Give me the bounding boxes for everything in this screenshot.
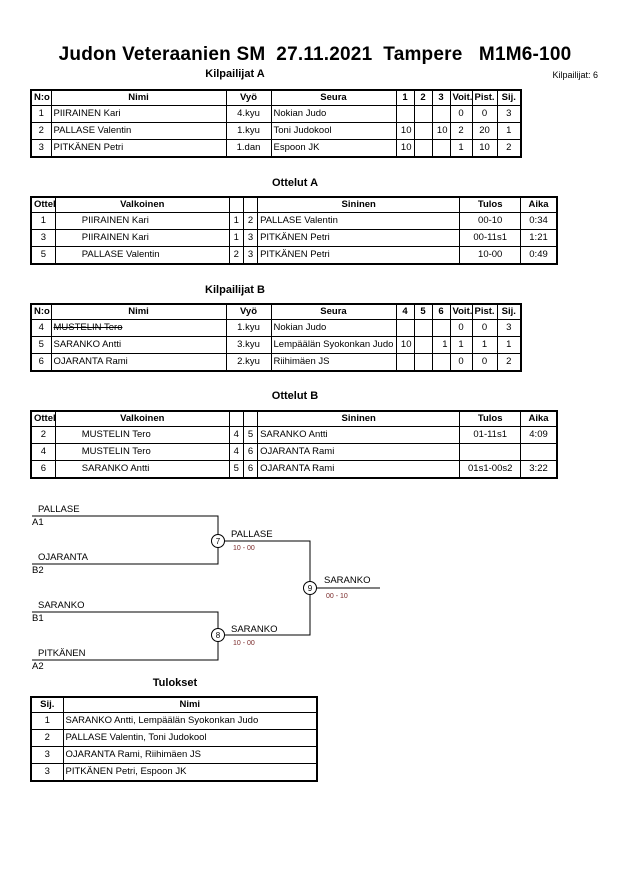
bracket-entry-3: SARANKO — [38, 600, 84, 611]
match-8-marker — [211, 628, 225, 642]
cell-b-no: 2 — [242, 212, 259, 230]
cell-name: OJARANTA Rami, Riihimäen JS — [62, 746, 318, 764]
cell-wins: 2 — [449, 122, 473, 140]
bracket-seed-1: A1 — [32, 517, 44, 528]
match-7-winner: PALLASE — [231, 529, 273, 540]
pool-a-heading: Kilpailijat A — [205, 68, 265, 80]
table-row: 6 SARANKO Antti 5 6 OJARANTA Rami 01s1-0… — [30, 460, 558, 479]
cell-club: Toni Judokool — [270, 122, 397, 140]
match-8-winner: SARANKO — [231, 624, 277, 635]
table-row: 4 MUSTELIN Tero 4 6 OJARANTA Rami — [30, 443, 558, 461]
cell-place: 2 — [30, 729, 64, 747]
cell-place: 1 — [496, 336, 522, 354]
cell-place: 3 — [30, 746, 64, 764]
match-7-marker — [211, 534, 225, 548]
match-7-number: 7 — [216, 537, 221, 546]
table-header: N:o Nimi Vyö Seura 4 5 6 Voit. Pist. Sij… — [30, 303, 522, 320]
cell-name: PALLASE Valentin, Toni Judokool — [62, 729, 318, 747]
bracket-seed-3: B1 — [32, 613, 44, 624]
cell-blue: OJARANTA Rami — [257, 443, 461, 461]
table-row: 5 SARANKO Antti 3.kyu Lempäälän Syokonka… — [30, 336, 522, 354]
match-8-score: 10 - 00 — [233, 640, 255, 647]
cell-belt: 1.kyu — [225, 122, 272, 140]
match-9-number: 9 — [308, 584, 313, 593]
col-place: Sij. — [496, 89, 522, 106]
pool-b-heading: Kilpailijat B — [205, 284, 265, 296]
cell-wins: 1 — [449, 139, 473, 158]
table-row: 5 PALLASE Valentin 2 3 PITKÄNEN Petri 10… — [30, 246, 558, 265]
cell-b-no: 3 — [242, 246, 259, 265]
table-row: 2 PALLASE Valentin 1.kyu Toni Judokool 1… — [30, 122, 522, 140]
col-name: Nimi — [62, 696, 318, 713]
pool-b-table: N:o Nimi Vyö Seura 4 5 6 Voit. Pist. Sij… — [30, 303, 522, 372]
match-7-score: 10 - 00 — [233, 545, 255, 552]
cell-place: 3 — [30, 763, 64, 782]
cell-name: PALLASE Valentin — [50, 122, 227, 140]
cell-time — [520, 443, 558, 461]
results-table: Sij. Nimi 1 SARANKO Antti, Lempäälän Syo… — [30, 696, 318, 782]
matches-a-table: Ottelu Valkoinen Sininen Tulos Aika 1 PI… — [30, 196, 558, 265]
cell-time: 1:21 — [520, 229, 558, 247]
cell-match: 6 — [30, 460, 56, 479]
cell-time: 3:22 — [520, 460, 558, 479]
cell-blue: PITKÄNEN Petri — [257, 246, 461, 265]
table-row: 6 OJARANTA Rami 2.kyu Riihimäen JS 0 0 2 — [30, 353, 522, 372]
bracket-seed-2: B2 — [32, 565, 44, 576]
match-9-marker — [303, 581, 317, 595]
table-row: 2 MUSTELIN Tero 4 5 SARANKO Antti 01-11s… — [30, 426, 558, 444]
cell-match: 5 — [30, 246, 56, 265]
cell-match: 4 — [30, 443, 56, 461]
table-row: 1 SARANKO Antti, Lempäälän Syokonkan Jud… — [30, 712, 318, 730]
table-row: 2 PALLASE Valentin, Toni Judokool — [30, 729, 318, 747]
col-place: Sij. — [30, 696, 64, 713]
cell-place: 2 — [496, 139, 522, 158]
match-9-score: 00 - 10 — [326, 593, 348, 600]
page-title: Judon Veteraanien SM 27.11.2021 Tampere … — [58, 44, 572, 65]
cell-blue: OJARANTA Rami — [257, 460, 461, 479]
table-header: Sij. Nimi — [30, 696, 318, 713]
cell-place: 2 — [496, 353, 522, 372]
table-row: 3 PITKÄNEN Petri, Espoon JK — [30, 763, 318, 782]
cell-time: 0:49 — [520, 246, 558, 265]
pool-a-table: N:o Nimi Vyö Seura 1 2 3 Voit. Pist. Sij… — [30, 89, 522, 158]
cell-b-no: 6 — [242, 460, 259, 479]
table-header: Ottelu Valkoinen Sininen Tulos Aika — [30, 410, 558, 427]
table-row: 3 PIIRAINEN Kari 1 3 PITKÄNEN Petri 00-1… — [30, 229, 558, 247]
match-8-number: 8 — [216, 631, 221, 640]
matches-a-heading: Ottelut A — [271, 177, 319, 189]
participants-count: Kilpailijat: 6 — [552, 70, 598, 80]
bracket-entry-4: PITKÄNEN — [38, 648, 86, 659]
cell-b-no: 3 — [242, 229, 259, 247]
cell-match: 3 — [30, 229, 56, 247]
bracket-line-final — [218, 540, 311, 636]
table-row: 3 OJARANTA Rami, Riihimäen JS — [30, 746, 318, 764]
cell-name: SARANKO Antti, Lempäälän Syokonkan Judo — [62, 712, 318, 730]
matches-b-heading: Ottelut B — [271, 390, 319, 402]
cell-place: 1 — [30, 712, 64, 730]
bracket-entry-2: OJARANTA — [38, 552, 89, 563]
cell-w-no: 2 — [228, 246, 244, 265]
cell-name: PITKÄNEN Petri, Espoon JK — [62, 763, 318, 782]
results-heading: Tulokset — [152, 677, 198, 689]
bracket-seed-4: A2 — [32, 661, 44, 672]
table-row: 3 PITKÄNEN Petri 1.dan Espoon JK 10 1 10… — [30, 139, 522, 158]
matches-b-table: Ottelu Valkoinen Sininen Tulos Aika 2 MU… — [30, 410, 558, 479]
cell-match: 2 — [30, 426, 56, 444]
bracket-entry-1: PALLASE — [38, 504, 80, 515]
table-row: 1 PIIRAINEN Kari 4.kyu Nokian Judo 0 0 3 — [30, 105, 522, 123]
cell-b-no: 6 — [242, 443, 259, 461]
cell-blue: PITKÄNEN Petri — [257, 229, 461, 247]
match-9-winner: SARANKO — [324, 575, 370, 586]
cell-place: 1 — [496, 122, 522, 140]
